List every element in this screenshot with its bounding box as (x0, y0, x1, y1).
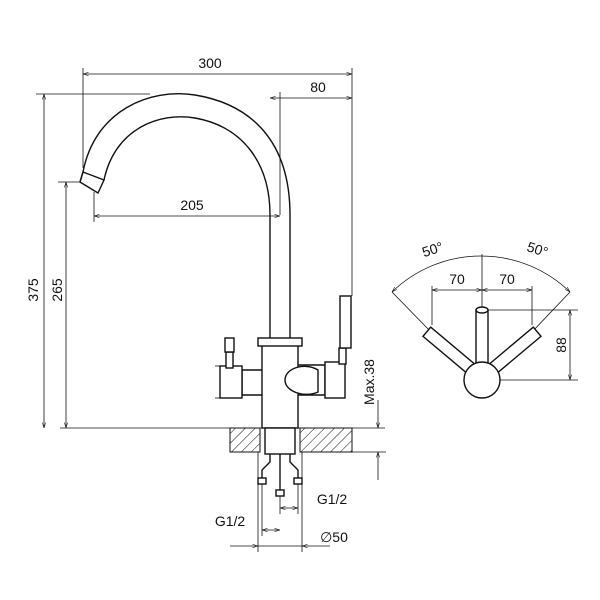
spout-inner-curve (103, 116, 271, 340)
mounting-shank (264, 427, 296, 455)
left-connector (241, 369, 262, 396)
offset-right-label: 70 (499, 271, 515, 287)
dim-spout-offset: 80 (310, 79, 326, 95)
dim-total-height: 375 (25, 278, 41, 302)
right-handle-base (324, 361, 346, 399)
spout-outer-curve (82, 93, 291, 340)
hose-fitting-left (257, 477, 267, 485)
angle-left-label: 50° (420, 238, 445, 260)
left-handle-stem (225, 351, 234, 369)
dim-spout-height: 265 (49, 278, 65, 302)
spout-tip (79, 171, 105, 195)
round-joint (284, 365, 319, 396)
front-dimension-labels: 300 80 205 375 265 Max.38 G1/2 G1/2 ∅50 (25, 55, 377, 545)
side-dimension-labels: 50° 50° 70 70 88 (420, 238, 569, 352)
right-handle-stem (338, 347, 347, 365)
side-handle-left (422, 326, 477, 375)
dim-thread-right: G1/2 (317, 491, 348, 507)
supply-hose-right (289, 454, 299, 480)
right-handle-lever (339, 295, 352, 349)
dim-diameter: ∅50 (320, 529, 348, 545)
angle-arc (392, 255, 570, 292)
side-body-circle (463, 361, 501, 399)
side-handle-right (487, 326, 542, 375)
side-handle-center (475, 309, 489, 369)
handle-height-label: 88 (553, 337, 569, 353)
body-collar (257, 337, 303, 347)
dim-total-width: 300 (198, 55, 222, 71)
faucet-side-view (392, 254, 578, 399)
faucet-front-view (60, 93, 385, 497)
offset-left-label: 70 (449, 271, 465, 287)
supply-hose-left (261, 454, 271, 480)
hose-fitting-right (293, 477, 303, 485)
dim-spout-reach: 205 (180, 197, 204, 213)
countertop-right (299, 427, 353, 453)
hose-fitting-center (275, 489, 285, 497)
left-handle-base (219, 365, 243, 399)
angle-right-label: 50° (525, 238, 550, 260)
countertop-left (229, 427, 261, 453)
front-dimensions (36, 68, 386, 552)
dim-max-thickness: Max.38 (361, 359, 377, 405)
left-handle-lever (224, 337, 235, 353)
dim-thread-left: G1/2 (215, 513, 246, 529)
